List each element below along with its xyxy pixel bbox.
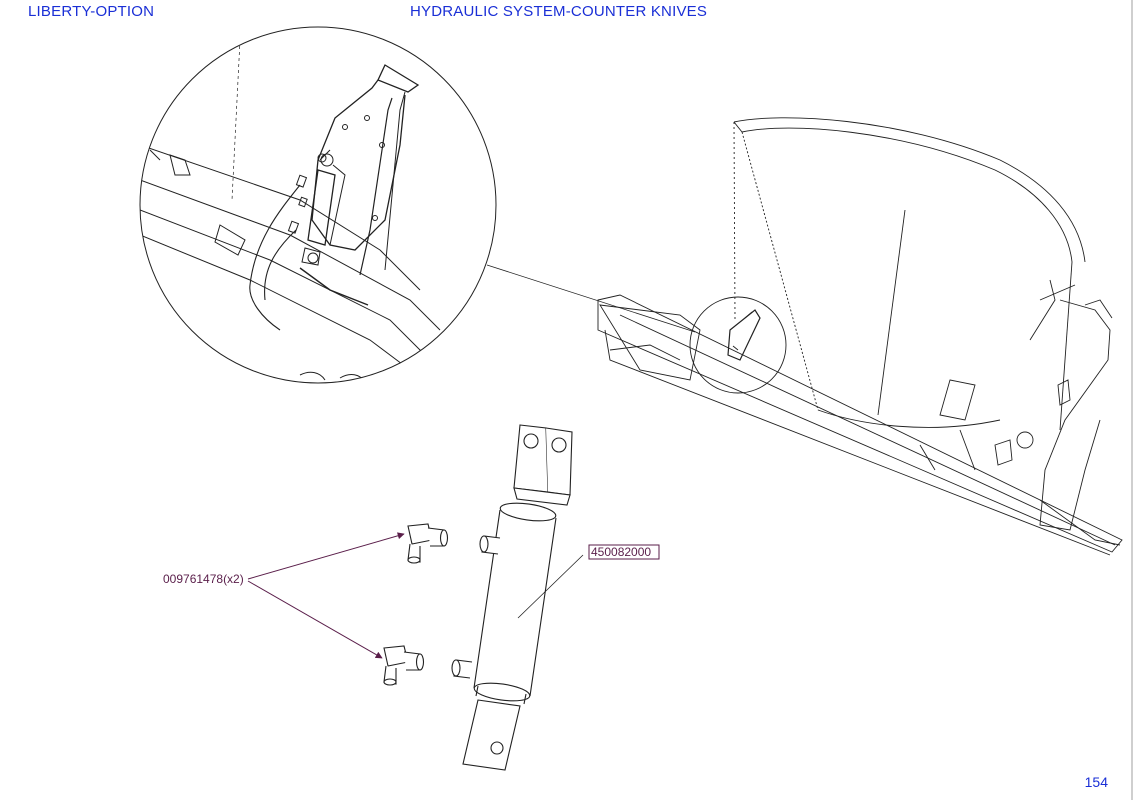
fitting-callout: 009761478(x2): [163, 532, 405, 659]
hydraulic-cylinder: [451, 424, 584, 771]
cylinder-label-box: [588, 544, 660, 560]
page-title: HYDRAULIC SYSTEM-COUNTER KNIVES: [410, 3, 708, 20]
detail-view: [139, 26, 497, 384]
model-name: LIBERTY-OPTION: [28, 3, 155, 20]
page-border: [1131, 0, 1133, 800]
elbow-fitting: [407, 523, 449, 564]
elbow-fitting: [383, 645, 425, 686]
cylinder-callout: 450082000: [588, 544, 660, 560]
cylinder-part-number: 450082000: [591, 545, 651, 559]
page-number: 154: [1084, 774, 1108, 790]
machine-overview: [486, 117, 1123, 556]
fitting-part-number: 009761478(x2): [163, 572, 244, 586]
